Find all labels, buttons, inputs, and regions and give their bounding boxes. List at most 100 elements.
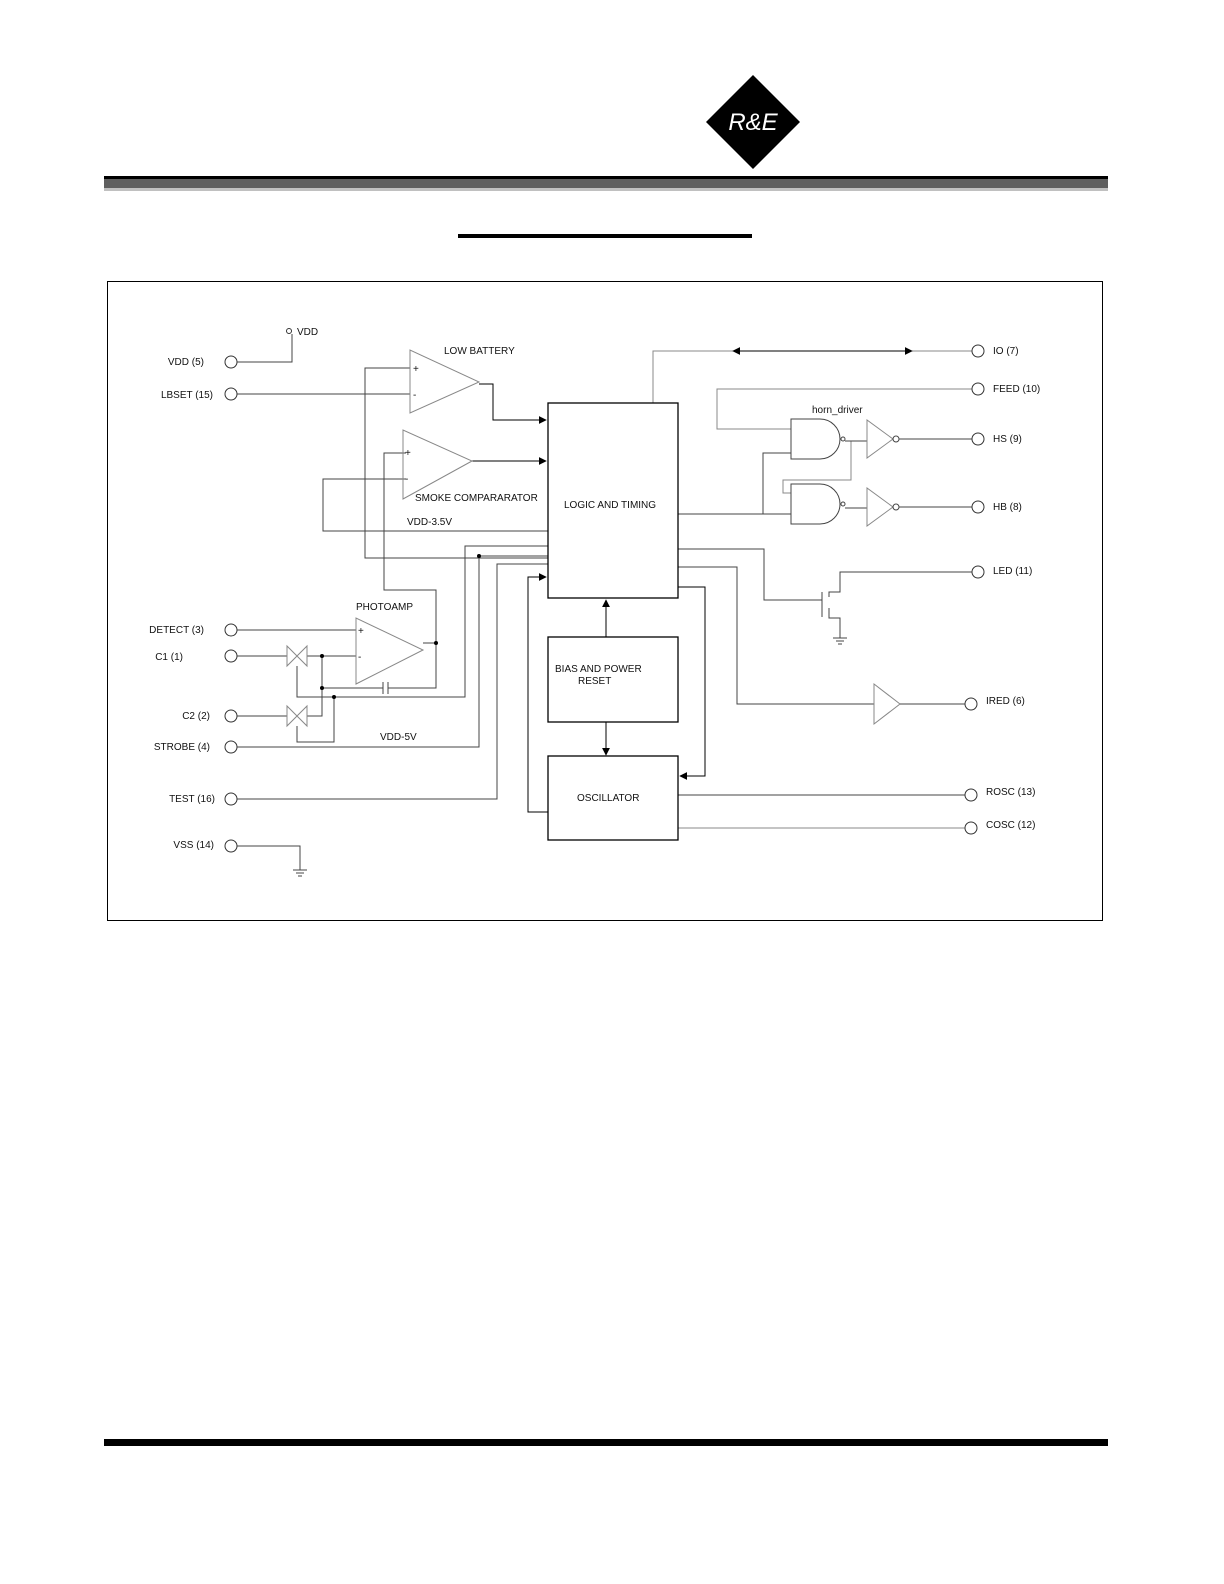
wire-lowbatt-out	[479, 383, 547, 424]
oscillator-label: OSCILLATOR	[577, 793, 639, 804]
wire-horn-in2	[762, 452, 791, 514]
nand-bubble-1	[840, 436, 846, 442]
net-label-vdd-5v: VDD-5V	[380, 732, 417, 743]
pin-label: FEED (10)	[993, 384, 1040, 395]
nand-bubble-2	[840, 501, 846, 507]
opamp-sign: +	[413, 364, 419, 375]
pin-label: HB (8)	[993, 502, 1022, 513]
transmission-gate-c2	[286, 704, 308, 728]
pin-feed	[971, 382, 985, 396]
opamp-sign: +	[358, 626, 364, 637]
wire-strobe-bus	[296, 545, 548, 698]
bias-and-power-reset-block	[547, 636, 679, 723]
wire-osc-to-logic	[527, 573, 548, 813]
junction-dot	[477, 554, 481, 558]
wire-vdd	[237, 334, 293, 363]
pin-label: ROSC (13)	[986, 787, 1035, 798]
pin-strobe	[224, 740, 238, 754]
ired-buffer	[873, 682, 901, 726]
vdd-node-label: VDD	[297, 327, 318, 338]
photoamp	[355, 617, 425, 685]
wire-cap-right	[388, 643, 437, 689]
low-battery-comparator	[409, 349, 481, 414]
pin-label: DETECT (3)	[149, 625, 204, 636]
opamp-sign: -	[358, 652, 361, 663]
pin-label: STROBE (4)	[154, 742, 210, 753]
block-diagram-frame	[107, 281, 1103, 921]
opamp-sign: +	[405, 448, 411, 459]
wire-cap-left	[321, 656, 383, 689]
pin-c1	[224, 649, 238, 663]
junction-dot	[320, 686, 324, 690]
title-underline	[458, 234, 752, 238]
oscillator-block	[547, 755, 679, 841]
pin-lbset	[224, 387, 238, 401]
wire-feed	[716, 388, 972, 430]
opamp-sign: -	[405, 474, 408, 485]
pin-label: VSS (14)	[173, 840, 214, 851]
logo-diamond	[706, 75, 800, 169]
net-label-vdd-3-5v: VDD-3.5V	[407, 517, 452, 528]
pin-label: C1 (1)	[155, 652, 183, 663]
inverter-bubble-2	[892, 503, 900, 511]
opamp-sign: -	[413, 390, 416, 401]
pin-cosc	[964, 821, 978, 835]
vdd-node	[286, 328, 292, 334]
nand-gate-1	[790, 418, 841, 460]
pin-label: LBSET (15)	[161, 390, 213, 401]
low-battery-label: LOW BATTERY	[444, 346, 515, 357]
pin-hs	[971, 432, 985, 446]
wire-io	[652, 350, 972, 403]
horn-driver-label: horn_driver	[812, 405, 863, 416]
wire-smoke-minus	[322, 478, 548, 532]
inverter-bubble-1	[892, 435, 900, 443]
pin-vdd	[224, 355, 238, 369]
footer-rule	[104, 1439, 1108, 1446]
photoamp-label: PHOTOAMP	[356, 602, 413, 613]
wire-logic-to-osc	[678, 586, 706, 780]
pin-label: IO (7)	[993, 346, 1019, 357]
wire-led-drain	[828, 571, 972, 597]
wire-lowbatt-plus	[364, 367, 548, 559]
company-logo: R&E	[706, 75, 800, 169]
bias-label-line2: RESET	[578, 676, 611, 687]
wire-ired-in	[678, 566, 874, 705]
pin-label: IRED (6)	[986, 696, 1025, 707]
logic-and-timing-block	[547, 402, 679, 599]
pin-ired	[964, 697, 978, 711]
pin-label: COSC (12)	[986, 820, 1035, 831]
inverter-1	[866, 419, 894, 459]
inverter-2	[866, 487, 894, 527]
pin-c2	[224, 709, 238, 723]
pin-label: TEST (16)	[169, 794, 215, 805]
pin-hb	[971, 500, 985, 514]
nand-gate-2	[790, 483, 841, 525]
pin-rosc	[964, 788, 978, 802]
wire-led-source	[828, 608, 841, 638]
pin-detect	[224, 623, 238, 637]
logo-text: R&E	[728, 109, 778, 136]
wire-horn-cross	[782, 441, 852, 494]
junction-dot	[320, 654, 324, 658]
bias-label-line1: BIAS AND POWER	[555, 664, 642, 675]
junction-dot	[332, 695, 336, 699]
wire-led-gate	[678, 548, 822, 601]
pin-led	[971, 565, 985, 579]
wire-test	[237, 563, 548, 800]
pin-vss	[224, 839, 238, 853]
pin-label: HS (9)	[993, 434, 1022, 445]
logic-and-timing-label: LOGIC AND TIMING	[564, 500, 656, 511]
wire-vss	[237, 845, 301, 870]
smoke-comparator	[402, 429, 474, 500]
header-rule-dark	[104, 176, 1108, 179]
header-rule-light	[104, 188, 1108, 191]
header-rule-mid	[104, 179, 1108, 188]
pin-test	[224, 792, 238, 806]
smoke-comparator-label: SMOKE COMPARARATOR	[415, 493, 538, 504]
pin-label: LED (11)	[993, 566, 1032, 577]
wire-strobe	[237, 555, 548, 748]
wire-c2-ctrl	[296, 697, 335, 743]
pin-io	[971, 344, 985, 358]
wire-c2-gate	[307, 688, 323, 717]
